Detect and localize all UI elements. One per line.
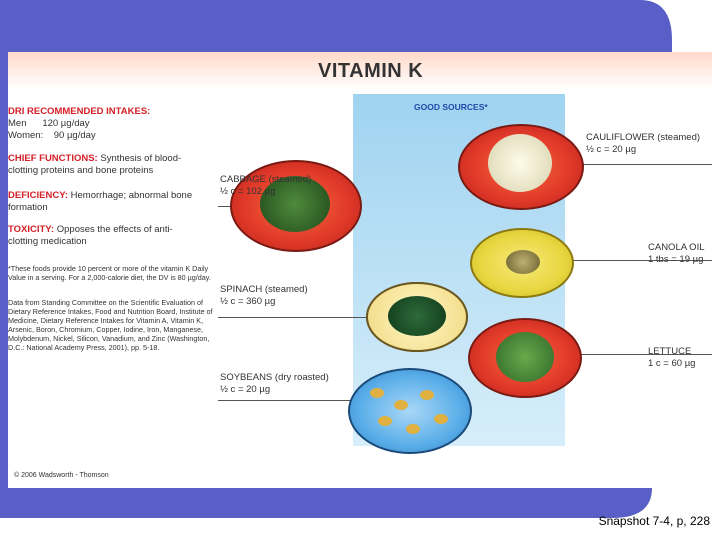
food-label-cauliflower: CAULIFLOWER (steamed) ½ c = 20 µg — [586, 132, 700, 156]
bottom-band-shape — [0, 488, 652, 518]
toxicity-heading: TOXICITY: — [8, 224, 55, 235]
cauliflower-plate — [458, 124, 584, 210]
food-label-canola: CANOLA OIL 1 tbs = 19 µg — [648, 242, 705, 266]
panel-header — [8, 52, 712, 90]
soybean-icon — [378, 416, 392, 426]
dri-women: Women: 90 µg/day — [8, 130, 96, 141]
lettuce-name: LETTUCE — [648, 346, 692, 357]
canola-plate — [470, 228, 574, 298]
top-band-shape — [0, 0, 672, 52]
deficiency-heading: DEFICIENCY: — [8, 190, 68, 201]
cabbage-plate — [230, 160, 362, 252]
spinach-plate — [366, 282, 468, 352]
chief-heading: CHIEF FUNCTIONS: — [8, 153, 98, 164]
food-label-lettuce: LETTUCE 1 c = 60 µg — [648, 346, 695, 370]
soybean-icon — [434, 414, 448, 424]
copyright: © 2006 Wadsworth - Thomson — [14, 472, 109, 479]
lettuce-plate — [468, 318, 582, 398]
soybean-icon — [370, 388, 384, 398]
lettuce-amount: 1 c = 60 µg — [648, 358, 696, 369]
deficiency-block: DEFICIENCY: Hemorrhage; abnormal bone fo… — [8, 190, 198, 214]
cauliflower-amount: ½ c = 20 µg — [586, 144, 637, 155]
slide-caption: Snapshot 7-4, p, 228 — [598, 514, 710, 528]
spinach-name: SPINACH (steamed) — [220, 284, 308, 295]
leader-line-canola — [528, 260, 712, 261]
vitamin-k-panel: VITAMIN K DRI RECOMMENDED INTAKES: Men 1… — [8, 52, 712, 488]
footnote-source: Data from Standing Committee on the Scie… — [8, 298, 213, 352]
toxicity-block: TOXICITY: Opposes the effects of anti-cl… — [8, 224, 198, 248]
cabbage-icon — [260, 176, 330, 232]
dri-heading: DRI RECOMMENDED INTAKES: — [8, 106, 151, 117]
cabbage-amount: ½ c = 102 µg — [220, 186, 276, 197]
chief-text: Synthesis of blood-clotting proteins and… — [8, 153, 182, 176]
soybeans-name: SOYBEANS (dry roasted) — [220, 372, 329, 383]
dri-men: Men 120 µg/day — [8, 118, 90, 129]
soybean-icon — [394, 400, 408, 410]
food-label-spinach: SPINACH (steamed) ½ c = 360 µg — [220, 284, 308, 308]
spinach-amount: ½ c = 360 µg — [220, 296, 276, 307]
spinach-icon — [388, 296, 446, 336]
soybeans-amount: ½ c = 20 µg — [220, 384, 271, 395]
cabbage-name: CABBAGE (steamed) — [220, 174, 312, 185]
cauliflower-icon — [488, 134, 552, 192]
good-sources-title: GOOD SOURCES* — [414, 102, 488, 112]
bottom-band — [0, 488, 720, 540]
canola-spoon-icon — [506, 250, 540, 274]
canola-amount: 1 tbs = 19 µg — [648, 254, 704, 265]
leader-line-spinach — [218, 317, 366, 318]
footnote-dv: *These foods provide 10 percent or more … — [8, 264, 211, 282]
deficiency-text: Hemorrhage; abnormal bone formation — [8, 190, 193, 213]
soybean-icon — [406, 424, 420, 434]
food-label-soybeans: SOYBEANS (dry roasted) ½ c = 20 µg — [220, 372, 329, 396]
toxicity-text: Opposes the effects of anti-clotting med… — [8, 224, 173, 247]
left-accent-bar — [0, 52, 8, 492]
soybean-icon — [420, 390, 434, 400]
top-band — [0, 0, 720, 52]
leader-line-lettuce — [528, 354, 712, 355]
canola-name: CANOLA OIL — [648, 242, 705, 253]
leader-line-soybeans — [218, 400, 366, 401]
dri-block: DRI RECOMMENDED INTAKES: Men 120 µg/day … — [8, 106, 218, 142]
cauliflower-name: CAULIFLOWER (steamed) — [586, 132, 701, 143]
page-title: VITAMIN K — [318, 60, 424, 82]
chief-block: CHIEF FUNCTIONS: Synthesis of blood-clot… — [8, 153, 198, 177]
lettuce-icon — [496, 332, 554, 382]
leader-line-cauliflower — [528, 164, 712, 165]
soybeans-plate — [348, 368, 472, 454]
food-label-cabbage: CABBAGE (steamed) ½ c = 102 µg — [220, 174, 311, 198]
